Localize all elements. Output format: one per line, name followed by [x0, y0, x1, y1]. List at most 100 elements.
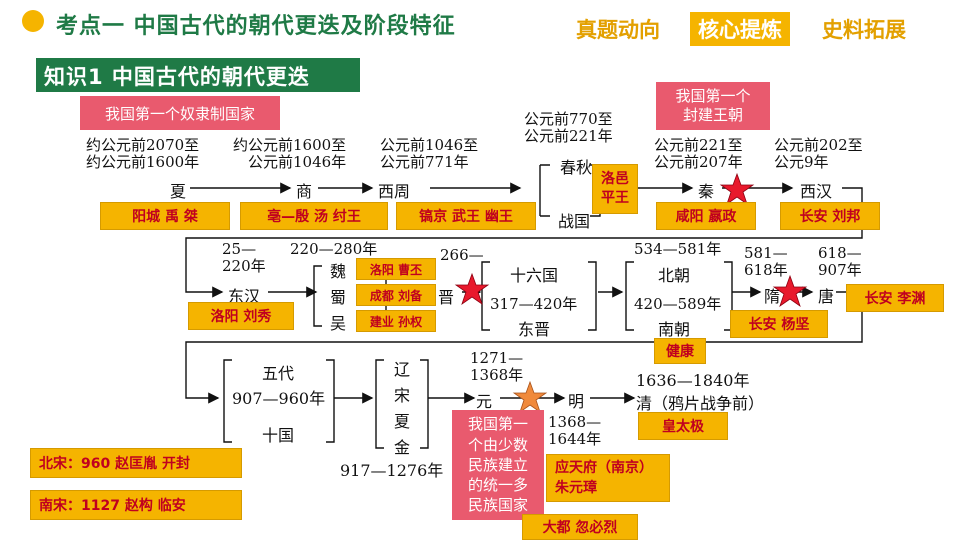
note-yuan-multiethnic: 我国第一 个由少数 民族建立 的统一多 民族国家 [452, 410, 544, 520]
date-sanguo: 220—280年 [290, 240, 378, 258]
note-yuan-line: 个由少数 [467, 435, 528, 454]
dynasty-chunqiu: 春秋 [560, 158, 593, 177]
date-line: 约公元前2070至 [86, 136, 200, 154]
dynasty-shiguo: 十国 [262, 426, 295, 445]
date-qin: 公元前221至 公元前207年 [654, 136, 743, 172]
kingdom-wu: 吴 [330, 314, 347, 333]
dynasty-tang: 唐 [818, 287, 835, 306]
capital-box-nanchao: 健康 [654, 338, 706, 364]
dynasty-zhanguo: 战国 [558, 212, 591, 231]
date-shang: 约公元前1600至 公元前1046年 [230, 136, 347, 172]
page-title: 考点一 中国古代的朝代更迭及阶段特征 [56, 14, 456, 39]
dynasty-yuan: 元 [476, 392, 493, 411]
capital-box-shang: 亳—殷 汤 纣王 [240, 202, 388, 230]
capital-box-wu: 建业 孙权 [356, 310, 436, 332]
tab-historical-materials[interactable]: 史料拓展 [822, 18, 906, 42]
star-jin [454, 272, 490, 306]
date-line: 618— [818, 244, 862, 262]
title-bullet [22, 10, 44, 32]
date-line: 公元前202至 [774, 136, 863, 154]
date-line: 581— [744, 244, 788, 262]
dynasty-wudai: 五代 [262, 364, 295, 383]
date-line: 公元前1046年 [248, 153, 347, 172]
dynasty-xia: 夏 [170, 182, 187, 201]
date-line: 约公元前1600至 [233, 136, 347, 154]
capital-box-line: 应天府（南京） [555, 459, 653, 476]
note-yuan-line: 民族国家 [467, 496, 528, 515]
note-first-slave-state: 我国第一个奴隶制国家 [80, 96, 280, 130]
date-line: 约公元前1600年 [86, 153, 200, 172]
capital-box-qing: 皇太极 [638, 412, 728, 440]
date-line: 907年 [818, 261, 862, 280]
date-line: 618年 [744, 261, 788, 280]
date-line: 1644年 [548, 430, 602, 449]
capital-box-sui: 长安 杨坚 [730, 310, 828, 338]
capital-box-xizhou: 镐京 武王 幽王 [396, 202, 536, 230]
date-line: 公元前770至 [524, 110, 613, 128]
capital-box-beisong: 北宋：960 赵匡胤 开封 [30, 448, 242, 478]
date-line: 1368— [548, 413, 602, 431]
tab-exam-trends[interactable]: 真题动向 [576, 18, 660, 42]
section-title: 知识1 中国古代的朝代更迭 [44, 65, 310, 89]
dynasty-jin-jurchen: 金 [394, 438, 411, 457]
dynasty-xihan: 西汉 [800, 182, 833, 201]
dynasty-donghan: 东汉 [228, 287, 261, 306]
date-ming: 1368— 1644年 [548, 413, 602, 449]
dynasty-song: 宋 [394, 386, 411, 405]
note-first-feudal-dynasty-text: 我国第一个封建王朝 [675, 86, 751, 125]
date-line: 公元前221年 [524, 127, 613, 146]
date-tang: 618— 907年 [818, 244, 862, 280]
dynasty-nanchao: 南朝 [658, 320, 691, 339]
kingdom-shu: 蜀 [330, 288, 347, 307]
capital-box-donghan: 洛阳 刘秀 [188, 302, 294, 330]
capital-box-ming: 应天府（南京） 朱元璋 [546, 454, 670, 502]
capital-box-yuan: 大都 忽必烈 [522, 514, 638, 540]
date-chunqiu: 公元前770至 公元前221年 [524, 110, 613, 146]
date-dongjin: 317—420年 [490, 295, 578, 313]
dynasty-xixia: 夏 [394, 412, 411, 431]
date-line: 公元9年 [774, 153, 829, 172]
date-yuan: 1271— 1368年 [470, 349, 524, 385]
kingdom-wei: 魏 [330, 262, 347, 281]
capital-box-tang: 长安 李渊 [846, 284, 944, 312]
dynasty-qing: 清（鸦片战争前） [636, 394, 765, 413]
date-xia: 约公元前2070至 约公元前1600年 [86, 136, 200, 172]
date-qing: 1636—1840年 [636, 371, 750, 390]
capital-box-nansong: 南宋：1127 赵构 临安 [30, 490, 242, 520]
dynasty-xizhou: 西周 [378, 182, 411, 201]
date-xihan: 公元前202至 公元9年 [774, 136, 863, 172]
note-yuan-line: 民族建立 [467, 455, 528, 474]
star-qin [719, 172, 755, 206]
date-line: 1271— [470, 349, 524, 367]
dynasty-dongjin: 东晋 [518, 320, 551, 339]
date-song: 917—1276年 [340, 461, 444, 480]
date-line: 公元前207年 [654, 153, 743, 172]
date-line: 1368年 [470, 366, 524, 385]
note-yuan-line: 我国第一 [467, 415, 528, 434]
date-line: 公元前771年 [380, 153, 469, 172]
dynasty-beichao: 北朝 [658, 266, 691, 285]
date-nanchao: 420—589年 [634, 295, 722, 313]
date-line: 公元前1046至 [380, 136, 479, 154]
date-line: 220年 [222, 257, 266, 276]
star-yuan [512, 380, 548, 414]
dynasty-qin: 秦 [698, 182, 715, 201]
star-sui [772, 274, 808, 308]
capital-box-line: 朱元璋 [555, 480, 597, 496]
section-bar [36, 58, 360, 92]
date-wudai: 907—960年 [232, 389, 326, 408]
dynasty-sui: 隋 [764, 287, 781, 306]
note-first-feudal-dynasty: 我国第一个封建王朝 [656, 82, 770, 130]
date-donghan: 25— 220年 [222, 240, 266, 276]
dynasty-shiliuguo: 十六国 [510, 266, 559, 285]
capital-box-xia: 阳城 禹 桀 [100, 202, 230, 230]
capital-box-shu: 成都 刘备 [356, 284, 436, 306]
tab-core-summary[interactable]: 核心提炼 [690, 12, 790, 46]
date-line: 25— [222, 240, 257, 258]
capital-box-xihan: 长安 刘邦 [780, 202, 880, 230]
dynasty-jin: 晋 [438, 288, 455, 307]
capital-box-wei: 洛阳 曹丕 [356, 258, 436, 280]
date-jin: 266— [440, 246, 484, 264]
capital-box-qin: 咸阳 嬴政 [656, 202, 756, 230]
date-line: 公元前221至 [654, 136, 743, 154]
